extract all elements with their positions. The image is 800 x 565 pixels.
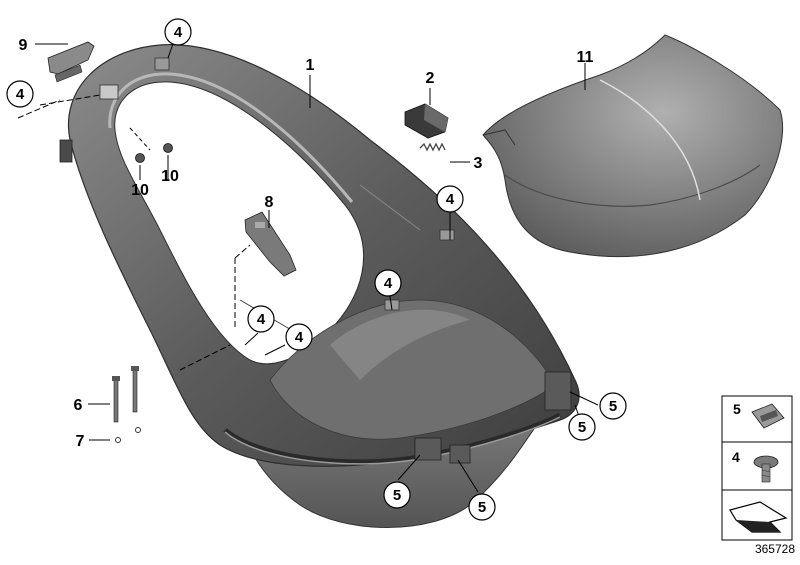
storage-compartment: [59, 44, 580, 528]
leader-lines: [17, 37, 599, 493]
svg-text:5: 5: [609, 398, 617, 415]
callout-10: 10: [161, 168, 179, 185]
svg-text:5: 5: [393, 487, 401, 504]
callout-5: 5: [468, 493, 496, 521]
callout-3: 3: [474, 155, 483, 172]
callout-4: 4: [164, 18, 192, 46]
svg-text:5: 5: [478, 499, 486, 516]
callout-6: 6: [74, 397, 83, 414]
legend-label-4: 4: [732, 449, 740, 465]
callout-9: 9: [19, 37, 28, 54]
callout-5: 5: [599, 392, 627, 420]
diagram-number: 365728: [755, 542, 795, 556]
svg-text:4: 4: [446, 191, 455, 208]
callout-1: 1: [306, 57, 315, 74]
inner-bin: [482, 34, 784, 258]
callout-7: 7: [76, 433, 85, 450]
svg-text:5: 5: [578, 419, 586, 436]
clip-nut-icon: [751, 403, 785, 429]
callout-4: 4: [436, 185, 464, 213]
spring-part: [419, 142, 446, 152]
screw-icon: [753, 455, 779, 483]
clip-part: [115, 427, 141, 443]
mounting-tab: [59, 139, 73, 163]
mounting-tab: [449, 444, 471, 464]
mounting-tab: [544, 371, 572, 411]
callout-4: 4: [6, 80, 34, 108]
callout-8: 8: [265, 194, 274, 211]
callout-5: 5: [568, 413, 596, 441]
callout-4: 4: [247, 305, 275, 333]
callout-10: 10: [131, 182, 149, 199]
callout-labels: 1 2 3 8 9 11 10 10 6 7: [19, 37, 594, 450]
legend-label-5: 5: [733, 401, 741, 417]
bolt-part: [112, 366, 139, 423]
svg-text:4: 4: [174, 24, 183, 41]
svg-text:4: 4: [257, 311, 266, 328]
screw-part: [135, 143, 173, 163]
callout-2: 2: [426, 70, 435, 87]
latch-part: [404, 103, 449, 139]
callout-4: 4: [285, 323, 313, 351]
callout-5: 5: [383, 481, 411, 509]
circled-callouts: 4 4 4 4 4 4 5 5 5 5: [6, 18, 627, 521]
svg-text:4: 4: [384, 275, 393, 292]
svg-text:4: 4: [295, 329, 304, 346]
parts-legend: 5 4: [721, 395, 793, 541]
bracket-part: [244, 211, 297, 277]
arrow-icon: [729, 501, 788, 533]
callout-4: 4: [374, 269, 402, 297]
bracket-part-top: [47, 41, 95, 83]
mounting-tab: [414, 437, 442, 461]
callout-11: 11: [577, 49, 594, 66]
svg-text:4: 4: [16, 86, 25, 103]
